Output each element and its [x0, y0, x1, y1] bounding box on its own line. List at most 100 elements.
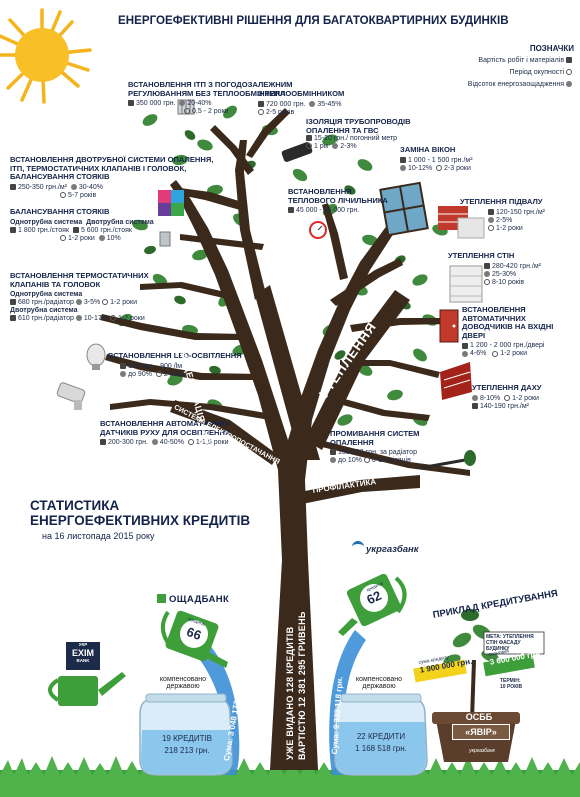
ukrgaz-amount: 1 168 518 грн.	[355, 744, 407, 753]
payback-icon	[184, 108, 190, 115]
example-goal: МЕТА: УТЕПЛЕННЯ СТІН ФАСАДУ БУДИНКУ	[486, 634, 534, 652]
payback-icon	[187, 439, 194, 446]
measure-windows: ЗАМІНА ВІКОН 1 000 - 1 500 грн./м² 10-12…	[400, 145, 473, 172]
stats-title-1: СТАТИСТИКА	[30, 498, 120, 513]
payback-icon	[258, 108, 264, 115]
ukrgaz-icon	[352, 541, 364, 552]
example-term: ТЕРМІН: 10 РОКІВ	[500, 678, 523, 690]
trunk-stats-2: ВАРТІСТЮ 12 381 295 ГРИВЕНЬ	[297, 611, 307, 760]
cost-icon	[330, 449, 336, 456]
legend-item-payback: Період окупності	[432, 69, 574, 77]
measure-thermo: ВСТАНОВЛЕННЯ ТЕРМОСТАТИЧНИХ КЛАПАНІВ ТА …	[10, 271, 149, 323]
saving-icon	[332, 143, 339, 150]
cost-icon	[10, 299, 16, 306]
payback-icon	[484, 278, 490, 285]
watering-can-oschad	[160, 610, 228, 668]
oschad-icon	[157, 594, 166, 603]
sensor-icon	[56, 382, 86, 410]
trunk-stats-1: УЖЕ ВИДАНО 128 КРЕДИТІВ	[285, 626, 295, 760]
saving-icon	[75, 299, 82, 306]
saving-icon	[179, 100, 186, 107]
lightbulb-icon	[86, 343, 106, 370]
oschad-logo: ОЩАДБАНК	[157, 594, 229, 605]
ukrgaz-count: 22 КРЕДИТИ	[356, 732, 406, 741]
stats-title-2: ЕНЕРГОЕФЕКТИВНИХ КРЕДИТІВ	[30, 513, 251, 528]
cost-icon	[100, 439, 106, 446]
cost-icon	[488, 208, 494, 215]
payback-icon	[102, 299, 109, 306]
measure-itp-exchanger: З ТЕПЛООБМІННИКОМ 720 000 грн. 35-45% 2-…	[258, 89, 345, 116]
grass	[0, 756, 580, 797]
saving-icon	[400, 164, 406, 171]
brush-icon	[419, 450, 476, 470]
cost-icon	[566, 57, 572, 64]
measure-walls: УТЕПЛЕННЯ СТІН 280-420 грн./м² 25-30% 8-…	[448, 251, 541, 286]
measure-led: ВСТАНОВЛЕННЯ LED-ОСВІТЛЕННЯ 100 грн. - 9…	[108, 351, 242, 378]
measure-twopipe: ВСТАНОВЛЕННЯ ДВОТРУБНОЇ СИСТЕМИ ОПАЛЕННЯ…	[10, 155, 214, 199]
cost-icon	[306, 135, 312, 142]
cost-icon	[288, 207, 294, 214]
saving-icon	[462, 350, 468, 357]
saving-icon	[70, 183, 77, 190]
exim-logo: УКР EXIM BANK	[66, 642, 100, 670]
payback-icon	[60, 234, 66, 241]
payback-icon	[109, 315, 116, 322]
saving-icon	[330, 457, 336, 464]
measure-basement: УТЕПЛЕННЯ ПІДВАЛУ 120-150 грн./м² 2-5% 1…	[460, 197, 545, 232]
legend: ПОЗНАЧКИ Вартість робіт і матеріалів Пер…	[432, 44, 574, 89]
jar-right	[334, 693, 428, 776]
osbb-label: ОСББ	[465, 712, 493, 722]
saving-icon	[488, 216, 494, 223]
watering-can-exim	[48, 672, 126, 706]
payback-icon	[566, 69, 572, 76]
meter-icon	[309, 221, 327, 239]
cost-icon	[10, 226, 16, 233]
window-icon	[379, 181, 429, 237]
cost-icon	[258, 100, 264, 107]
ukrgaz-logo: укргазбанк	[352, 541, 419, 555]
cost-icon	[472, 402, 478, 409]
saving-icon	[472, 394, 478, 401]
measure-balancing: БАЛАНСУВАННЯ СТОЯКІВ Однотрубна система …	[10, 207, 154, 242]
measure-roof: УТЕПЛЕННЯ ДАХУ 8-10% 1-2 роки 140-190 гр…	[472, 383, 542, 410]
measure-flush: ПРОМИВАННЯ СИСТЕМ ОПАЛЕННЯ 150-220 грн. …	[330, 429, 420, 465]
payback-icon	[504, 394, 511, 401]
cost-icon	[120, 362, 126, 369]
saving-icon	[309, 100, 316, 107]
legend-item-cost: Вартість робіт і матеріалів	[432, 57, 574, 65]
oschad-count: 19 КРЕДИТІВ	[161, 734, 213, 743]
payback-icon	[488, 224, 494, 231]
brick-wall-icon	[438, 206, 485, 239]
stats-date: на 16 листопада 2015 року	[42, 531, 155, 541]
cost-icon	[462, 342, 468, 349]
payback-icon	[60, 191, 66, 198]
measure-meter: ВСТАНОВЛЕННЯ ТЕПЛОВОГО ЛІЧИЛЬНИКА 45 000…	[288, 187, 388, 215]
oschad-amount: 218 213 грн.	[164, 746, 210, 755]
saving-icon	[120, 370, 126, 377]
payback-icon	[306, 143, 312, 150]
osbb-name: «ЯВІР»	[452, 724, 510, 740]
measure-sensors: ВСТАНОВЛЕННЯ АВТОМАТИЧНИХ ДАТЧИКІВ РУХУ …	[100, 419, 231, 447]
puzzle-icon	[158, 190, 184, 216]
payback-icon	[363, 457, 370, 464]
cost-icon	[72, 226, 79, 233]
cost-icon	[484, 262, 490, 269]
legend-item-saving: Відсоток енергозаощадження	[432, 81, 574, 89]
payback-icon	[155, 370, 162, 377]
cost-icon	[10, 315, 16, 322]
pot-bank-label: укргазбанк	[469, 748, 495, 754]
payback-icon	[436, 164, 443, 171]
page-title: ЕНЕРГОЕФЕКТИВНІ РІШЕННЯ ДЛЯ БАГАТОКВАРТИ…	[118, 14, 509, 27]
cost-icon	[128, 100, 134, 107]
saving-icon	[75, 315, 82, 322]
measure-itp: ВСТАНОВЛЕННЯ ІТП З ПОГОДОЗАЛЕЖНИМ РЕГУЛЮ…	[128, 80, 293, 116]
saving-icon	[151, 439, 158, 446]
door-icon	[439, 309, 459, 343]
cost-icon	[400, 156, 406, 163]
valve-icon	[159, 231, 171, 247]
ukrgaz-compensated: компенсовано державою	[355, 676, 403, 690]
watering-can-ukrgaz	[338, 573, 407, 636]
roof-icon	[440, 362, 472, 400]
